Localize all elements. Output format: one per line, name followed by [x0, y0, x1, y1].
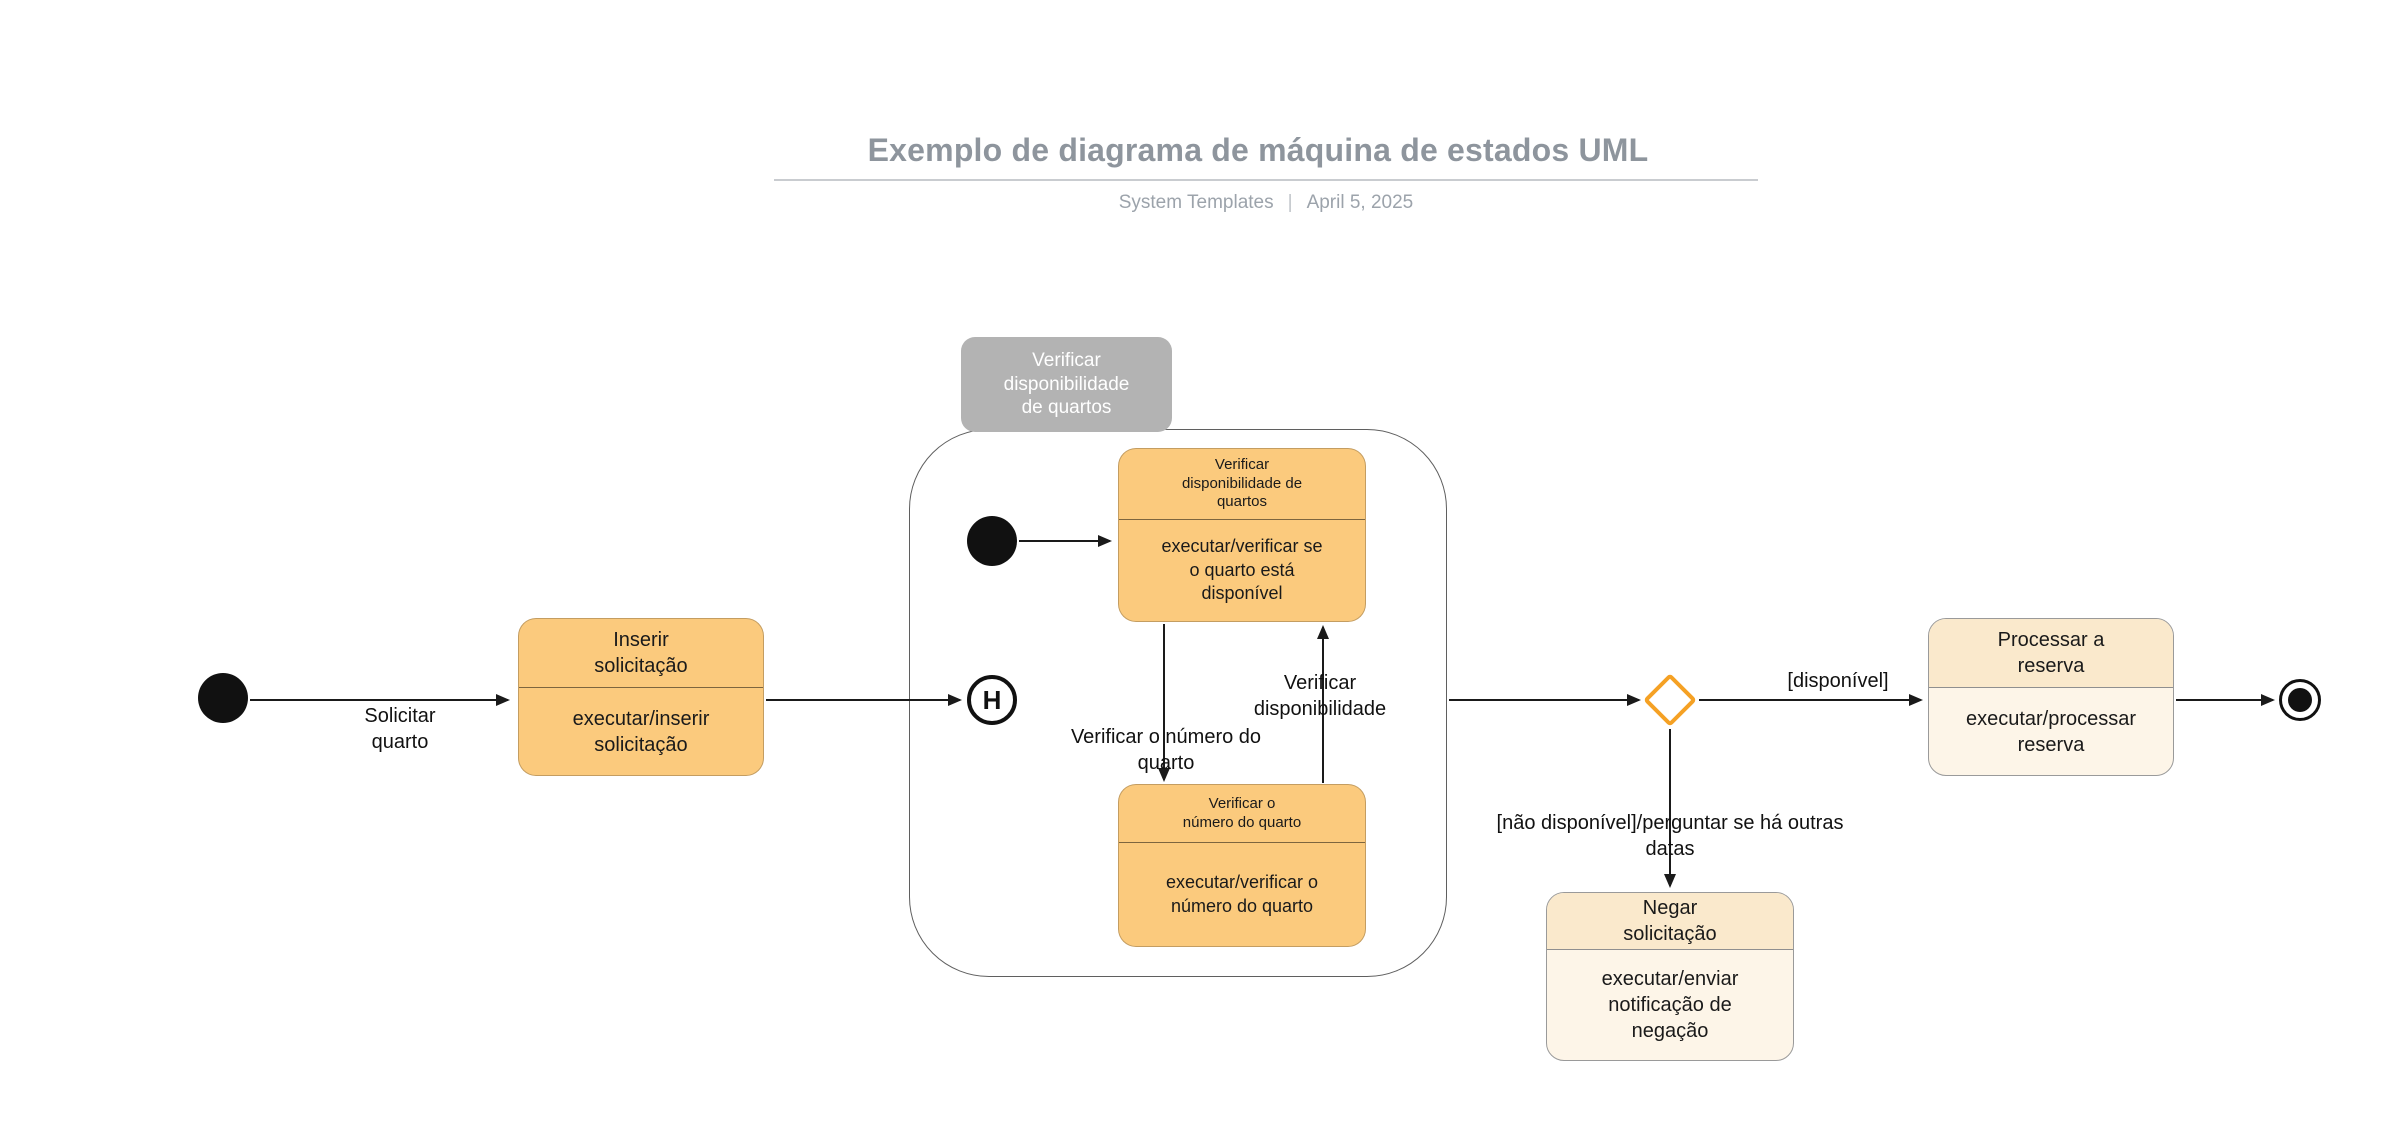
inner-initial-state-node[interactable] [967, 516, 1017, 566]
transition-label-disponivel[interactable]: [disponível] [1787, 670, 1889, 692]
state-action: executar/verificar se o quarto está disp… [1161, 536, 1323, 604]
state-action: executar/enviar notificação de negação [1601, 968, 1739, 1042]
subtitle-divider: | [1287, 192, 1293, 213]
state-verificar-disponibilidade[interactable]: Verificar disponibilidade de quartos exe… [1118, 448, 1366, 622]
initial-state-node[interactable] [198, 673, 248, 723]
state-name: Verificar disponibilidade de quartos [1119, 449, 1365, 520]
transition-label-verificar-disponibilidade[interactable]: Verificar disponibilidade [1253, 672, 1387, 720]
subtitle-date: April 5, 2025 [1306, 192, 1414, 213]
state-name: Inserir solicitação [519, 619, 763, 688]
transition-label-nao-disponivel[interactable]: [não disponível]/perguntar se há outras … [1496, 812, 1844, 860]
transition-label-solicitar-quarto[interactable]: Solicitar quarto [364, 705, 436, 753]
state-name: Negar solicitação [1547, 893, 1793, 950]
final-state-inner-dot [2288, 688, 2312, 712]
title-underline [774, 179, 1758, 181]
state-verificar-numero[interactable]: Verificar o número do quarto executar/ve… [1118, 784, 1366, 947]
state-action: executar/processar reserva [1965, 707, 2137, 756]
transition-label-verificar-numero-quarto[interactable]: Verificar o número do quarto [1070, 726, 1262, 774]
state-action: executar/verificar o número do quarto [1165, 872, 1319, 916]
final-state-node[interactable] [2279, 679, 2321, 721]
state-action: executar/inserir solicitação [572, 707, 710, 756]
state-name: Verificar o número do quarto [1119, 785, 1365, 843]
state-processar-reserva[interactable]: Processar a reserva executar/processar r… [1928, 618, 2174, 776]
state-negar-solicitacao[interactable]: Negar solicitação executar/enviar notifi… [1546, 892, 1794, 1061]
composite-state-label[interactable]: Verificar disponibilidade de quartos [961, 337, 1172, 432]
history-state-node[interactable]: H [967, 675, 1017, 725]
state-name: Processar a reserva [1929, 619, 2173, 688]
page-title: Exemplo de diagrama de máquina de estado… [867, 132, 1649, 168]
state-inserir-solicitacao[interactable]: Inserir solicitação executar/inserir sol… [518, 618, 764, 776]
history-label: H [982, 684, 1002, 715]
subtitle: System Templates | April 5, 2025 [774, 192, 1758, 214]
subtitle-author: System Templates [1118, 192, 1274, 213]
